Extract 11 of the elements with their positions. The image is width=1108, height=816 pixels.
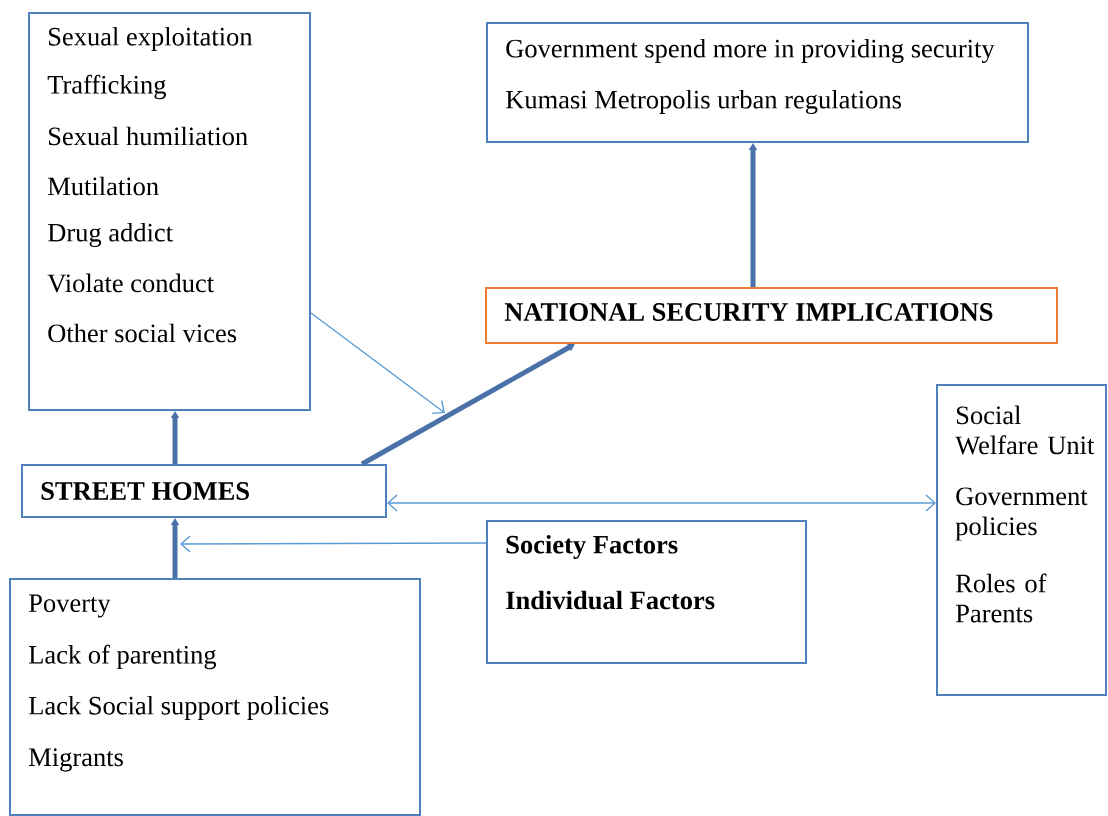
arrow — [310, 312, 445, 415]
text-box: Social Welfare Unit Government policies Roles of Parents — [936, 384, 1107, 696]
text-box: STREET HOMES — [21, 464, 387, 518]
text-box: Sexual exploitation Trafficking Sexual humiliation Mutilation Drug addict Violate conduct Other social vices — [28, 12, 311, 411]
arrow — [360, 343, 575, 467]
text-box: NATIONAL SECURITY IMPLICATIONS — [485, 287, 1058, 344]
text-box: Government spend more in providing security Kumasi Metropolis urban regulations — [486, 22, 1029, 143]
text-box: Society Factors Individual Factors — [486, 520, 807, 664]
arrow — [180, 535, 487, 553]
text-box: Poverty Lack of parenting Lack Social support policies Migrants — [9, 578, 421, 816]
arrow — [387, 494, 936, 512]
